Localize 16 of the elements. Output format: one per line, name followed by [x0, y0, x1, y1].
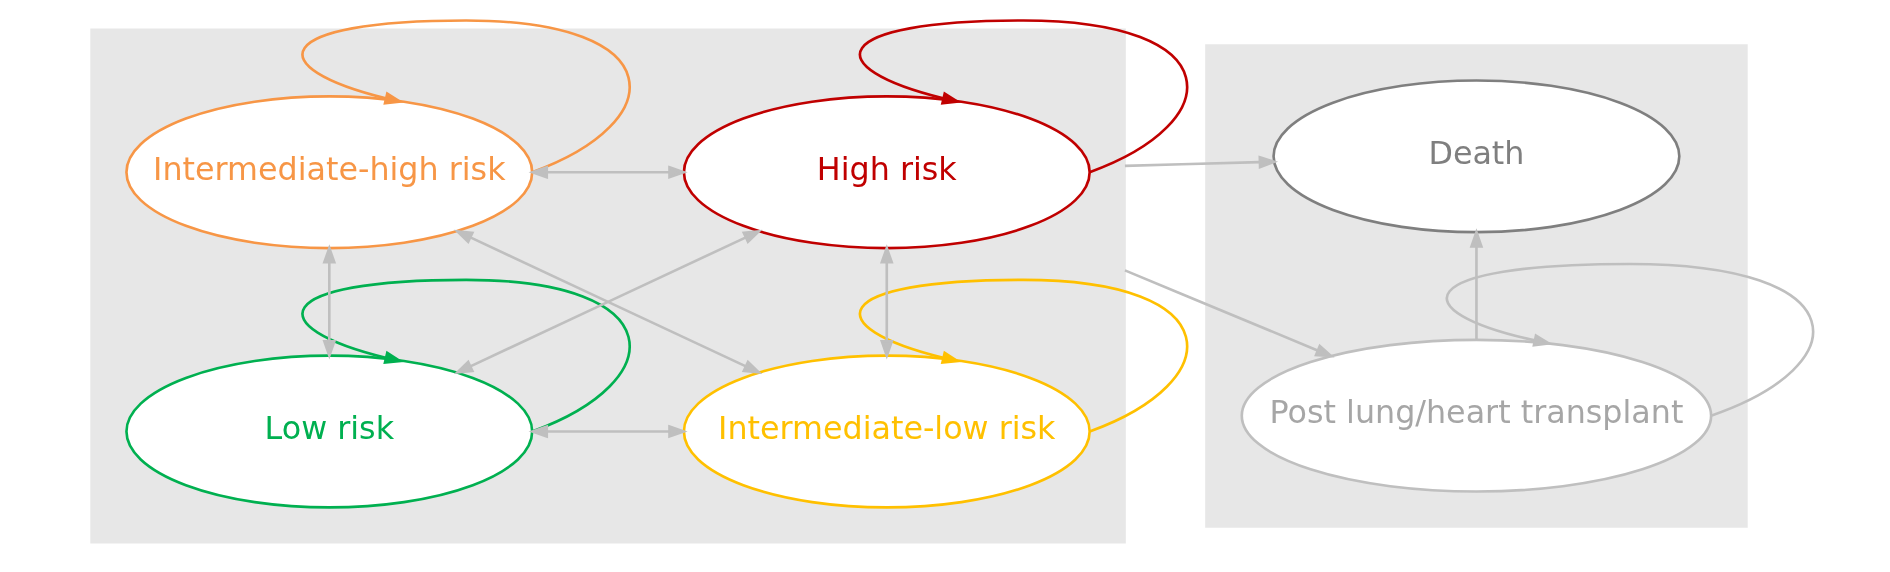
arrow [322, 244, 336, 360]
arrow [1124, 155, 1278, 169]
node-ellipse: High risk [682, 95, 1091, 250]
node-ellipse: Intermediate-low risk [682, 354, 1091, 509]
arrow [528, 165, 688, 179]
arrow [1469, 228, 1483, 340]
cluster [89, 28, 1126, 544]
arrow [879, 244, 894, 360]
arrow [453, 229, 762, 375]
arrow [528, 424, 688, 439]
node-ellipse: Post lung/heart transplant [1239, 338, 1712, 493]
node-ellipse: Intermediate-high risk [124, 95, 534, 250]
node-ellipse: Low risk [124, 354, 534, 509]
node-ellipse: Death [1271, 79, 1681, 234]
cluster [1204, 44, 1748, 528]
arrow [1123, 269, 1335, 358]
